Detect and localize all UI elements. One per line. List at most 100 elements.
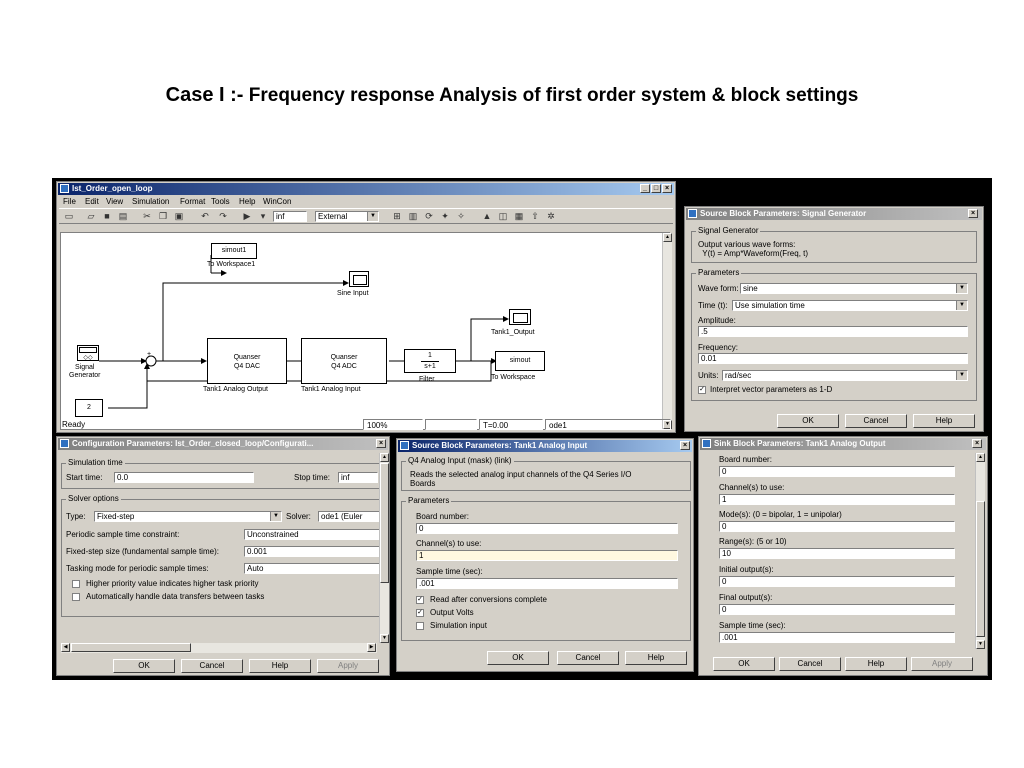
undo-icon[interactable]: ↶ — [201, 211, 209, 221]
wave-form-select[interactable]: sine▼ — [740, 283, 968, 294]
stop-time-input[interactable]: inf — [338, 472, 378, 483]
simout1-block[interactable]: simout1 — [211, 243, 257, 259]
ok-button[interactable]: OK — [777, 414, 839, 428]
ao-vertical-scrollbar[interactable]: ▲ ▼ — [975, 453, 985, 649]
menu-wincon[interactable]: WinCon — [263, 197, 292, 206]
signal-generator-dialog-titlebar[interactable]: Source Block Parameters: Signal Generato… — [686, 208, 982, 220]
ao-board-number-input[interactable]: 0 — [719, 466, 955, 477]
fixed-step-input[interactable]: 0.001 — [244, 546, 380, 557]
constant-block[interactable]: 2 — [75, 399, 103, 417]
chevron-down-icon[interactable]: ▼ — [956, 284, 967, 293]
periodic-constraint-select[interactable]: Unconstrained — [244, 529, 380, 540]
chevron-down-icon[interactable]: ▼ — [956, 301, 967, 310]
cancel-button[interactable]: Cancel — [181, 659, 243, 673]
output-volts-checkbox[interactable]: ✓ — [416, 609, 424, 617]
print-icon[interactable]: ▤ — [118, 211, 128, 221]
scroll-right-icon[interactable]: ▶ — [367, 643, 376, 652]
simout-block[interactable]: simout — [495, 351, 545, 371]
scroll-left-icon[interactable]: ◀ — [61, 643, 70, 652]
menu-view[interactable]: View — [106, 197, 124, 206]
cancel-button[interactable]: Cancel — [557, 651, 619, 665]
stop-time-input[interactable]: inf — [273, 211, 307, 222]
ao-final-input[interactable]: 0 — [719, 604, 955, 615]
ok-button[interactable]: OK — [487, 651, 549, 665]
analog-input-dialog-titlebar[interactable]: Source Block Parameters: Tank1 Analog In… — [398, 440, 692, 452]
save-icon[interactable]: ■ — [104, 211, 110, 221]
auto-handle-checkbox[interactable] — [72, 593, 80, 601]
ao-channel-input[interactable]: 1 — [719, 494, 955, 505]
analog-output-dialog-titlebar[interactable]: Sink Block Parameters: Tank1 Analog Outp… — [700, 438, 986, 450]
scroll-thumb[interactable] — [976, 501, 985, 637]
scroll-up-icon[interactable]: ▲ — [663, 233, 672, 242]
maximize-button[interactable]: □ — [651, 184, 661, 193]
connect-icon[interactable]: ⊞ — [393, 211, 401, 221]
type-select[interactable]: Fixed-step▼ — [94, 511, 282, 522]
sine-input-scope[interactable] — [349, 271, 369, 287]
menu-file[interactable]: File — [63, 197, 76, 206]
quanser-dac-block[interactable]: Quanser Q4 DAC — [207, 338, 287, 384]
cut-icon[interactable]: ✂ — [143, 211, 151, 221]
apply-button[interactable]: Apply — [317, 659, 379, 673]
amplitude-input[interactable]: .5 — [698, 326, 968, 337]
read-after-checkbox[interactable]: ✓ — [416, 596, 424, 604]
ao-sample-input[interactable]: .001 — [719, 632, 955, 643]
open-icon[interactable]: ▱ — [87, 211, 95, 221]
ao-initial-input[interactable]: 0 — [719, 576, 955, 587]
board-number-input[interactable]: 0 — [416, 523, 678, 534]
help-button[interactable]: Help — [625, 651, 687, 665]
simulation-input-checkbox[interactable] — [416, 622, 424, 630]
start-icon[interactable]: ▶ — [243, 211, 251, 221]
build-icon[interactable]: ✦ — [441, 211, 449, 221]
solver-select[interactable]: ode1 (Euler — [318, 511, 380, 522]
units-select[interactable]: rad/sec▼ — [722, 370, 968, 381]
scroll-down-icon[interactable]: ▼ — [663, 420, 672, 429]
tank1-output-scope[interactable] — [509, 309, 531, 325]
stop-icon[interactable]: ▾ — [260, 211, 266, 221]
model-browser-icon[interactable]: ▲ — [482, 211, 492, 221]
channel-input[interactable]: 1 — [416, 550, 678, 561]
close-button[interactable]: × — [680, 441, 690, 450]
frequency-input[interactable]: 0.01 — [698, 353, 968, 364]
help-button[interactable]: Help — [845, 657, 907, 671]
ok-button[interactable]: OK — [113, 659, 175, 673]
higher-priority-checkbox[interactable] — [72, 580, 80, 588]
scroll-up-icon[interactable]: ▲ — [380, 453, 389, 462]
filter-block[interactable]: 1 s+1 — [404, 349, 456, 373]
close-button[interactable]: × — [972, 439, 982, 448]
chevron-down-icon[interactable]: ▼ — [956, 371, 967, 380]
minimize-button[interactable]: _ — [640, 184, 650, 193]
settings-icon[interactable]: ✲ — [547, 211, 555, 221]
quanser-adc-block[interactable]: Quanser Q4 ADC — [301, 338, 387, 384]
ao-range-input[interactable]: 10 — [719, 548, 955, 559]
scroll-thumb[interactable] — [380, 463, 389, 583]
ok-button[interactable]: OK — [713, 657, 775, 671]
config-horizontal-scrollbar[interactable]: ◀ ▶ — [61, 643, 377, 653]
scroll-up-icon[interactable]: ▲ — [976, 453, 985, 462]
close-button[interactable]: × — [376, 439, 386, 448]
scroll-down-icon[interactable]: ▼ — [976, 640, 985, 649]
sim-mode-select[interactable]: External▼ — [315, 211, 379, 222]
close-button[interactable]: × — [662, 184, 672, 193]
interpret-vector-checkbox[interactable]: ✓ — [698, 386, 706, 394]
h-scroll-thumb[interactable] — [71, 643, 191, 652]
scope-icon[interactable]: ◫ — [498, 211, 508, 221]
signal-generator-block[interactable]: ◇◇ — [77, 345, 99, 361]
up-icon[interactable]: ⇧ — [531, 211, 539, 221]
menu-tools[interactable]: Tools — [211, 197, 230, 206]
library-icon[interactable]: ▥ — [408, 211, 418, 221]
new-icon[interactable]: ▭ — [64, 211, 74, 221]
debug-icon[interactable]: ✧ — [457, 211, 465, 221]
canvas-vertical-scrollbar[interactable]: ▲ ▼ — [662, 233, 672, 429]
ao-mode-input[interactable]: 0 — [719, 521, 955, 532]
copy-icon[interactable]: ❐ — [158, 211, 168, 221]
model-canvas[interactable]: + simout1 To Workspace1 Sine Input ◇◇ Si… — [60, 232, 670, 430]
tasking-mode-select[interactable]: Auto — [244, 563, 380, 574]
update-icon[interactable]: ⟳ — [425, 211, 433, 221]
menu-help[interactable]: Help — [239, 197, 256, 206]
menu-simulation[interactable]: Simulation — [132, 197, 170, 206]
apply-button[interactable]: Apply — [911, 657, 973, 671]
start-time-input[interactable]: 0.0 — [114, 472, 254, 483]
help-button[interactable]: Help — [249, 659, 311, 673]
scroll-down-icon[interactable]: ▼ — [380, 634, 389, 643]
menu-edit[interactable]: Edit — [85, 197, 99, 206]
